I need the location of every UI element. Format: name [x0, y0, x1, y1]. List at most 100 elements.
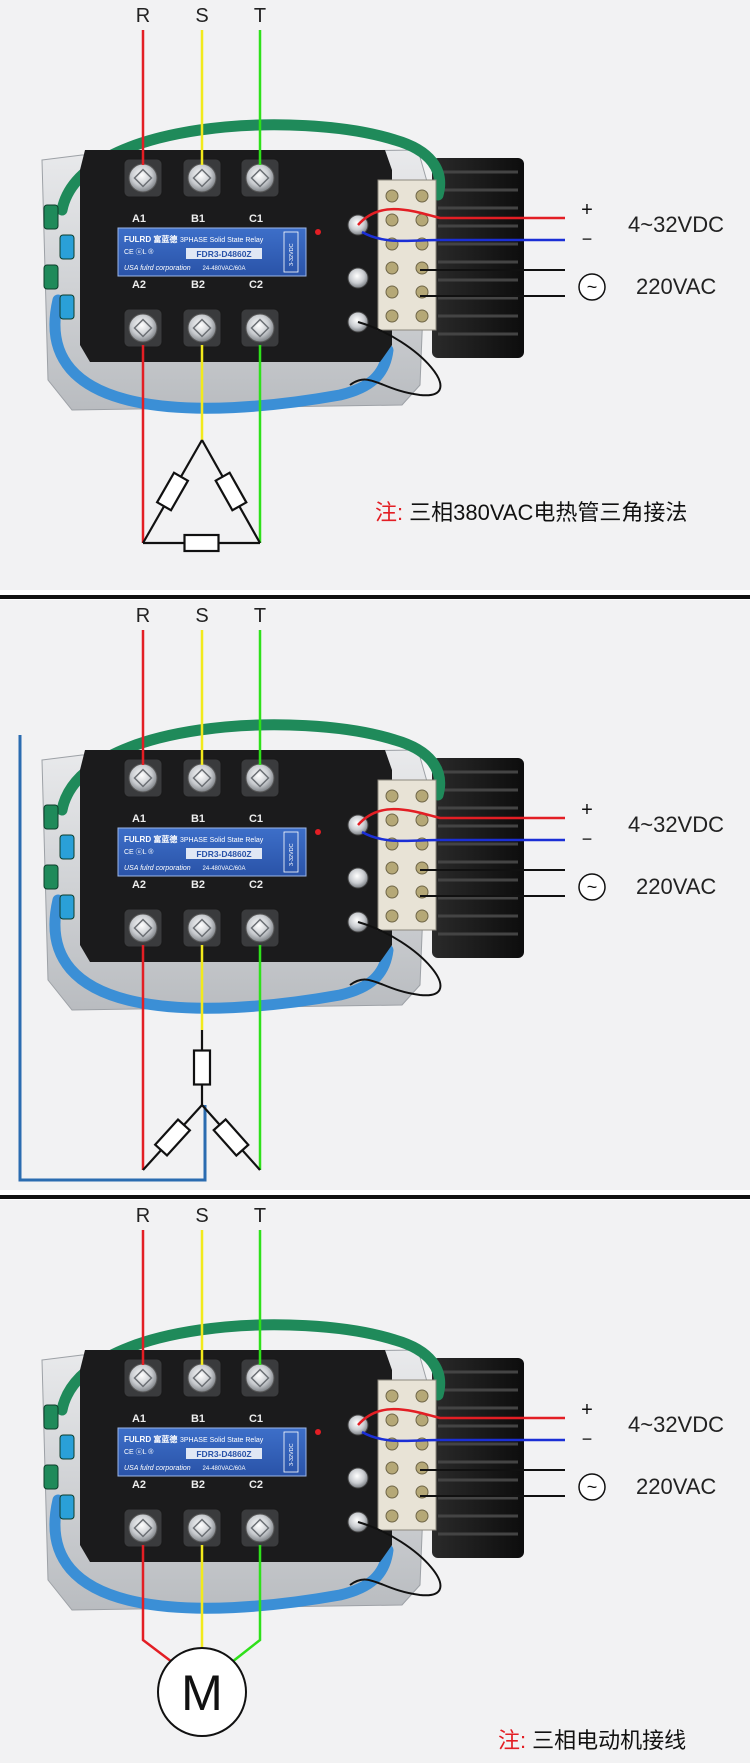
block-screw — [385, 1461, 399, 1475]
phase-output-wire-r — [141, 1545, 173, 1663]
side-box — [283, 1431, 299, 1473]
model-text: FDR3-D4860Z — [196, 249, 251, 259]
terminal-label-top: C1 — [249, 813, 263, 825]
heater-element — [142, 1104, 203, 1171]
block-screw — [385, 285, 399, 299]
terminal-screw-top — [123, 758, 163, 798]
terminal-block-body — [377, 1379, 437, 1531]
fan-frame — [432, 758, 524, 958]
terminal-screw-bottom — [240, 1508, 280, 1548]
screw-slot — [192, 918, 212, 938]
wire-ferrule — [59, 894, 75, 920]
resistor-body — [212, 1117, 250, 1158]
screw-head — [187, 1363, 217, 1393]
screw-head — [187, 313, 217, 343]
note-prefix: 注: — [375, 500, 403, 525]
dc-negative-wire — [361, 230, 565, 243]
wire-ferrule — [59, 234, 75, 260]
screw-slot — [250, 768, 270, 788]
terminal-label-bottom: A2 — [132, 279, 146, 291]
terminal-screw-bottom — [123, 1508, 163, 1548]
terminal-label-bottom: A2 — [132, 1479, 146, 1491]
dc-minus-symbol: − — [582, 229, 593, 249]
block-screw — [415, 309, 429, 323]
note-text: 三相电动机接线 — [532, 1728, 686, 1753]
terminal-label-top: C1 — [249, 1413, 263, 1425]
terminal-label-top: C1 — [249, 213, 263, 225]
phase-output-wire-t — [231, 1545, 262, 1663]
block-screw — [415, 909, 429, 923]
rating-text: 24-480VAC/60A — [203, 266, 246, 272]
block-screw — [385, 261, 399, 275]
type-text: 3PHASE Solid State Relay — [180, 837, 264, 844]
dc-negative-wire — [361, 1430, 565, 1443]
block-screw — [385, 885, 399, 899]
fan-frame — [432, 1358, 524, 1558]
blue-cable — [49, 894, 394, 1014]
brand-text: FULRD 富蓝德 — [124, 234, 177, 244]
dc-minus-symbol: − — [582, 829, 593, 849]
cert-marks: CE ⓤL ® — [124, 848, 154, 856]
phase-label-r: R — [136, 1205, 150, 1227]
corp-text: USA fulrd corporation — [124, 1465, 191, 1472]
screw-slot — [192, 168, 212, 188]
side-box — [283, 831, 299, 873]
terminal-label-bottom: B2 — [191, 1479, 205, 1491]
rating-text: 24-480VAC/60A — [203, 1466, 246, 1472]
ac-symbol-circle — [578, 1473, 606, 1501]
screw-slot — [192, 318, 212, 338]
side-text: 3-32VDC — [289, 1443, 295, 1466]
dc-voltage-label: 4~32VDC — [628, 1412, 724, 1437]
terminal-block — [377, 179, 437, 331]
terminal-screw-bottom — [123, 308, 163, 348]
phase-label-t: T — [254, 5, 266, 27]
wire-ferrule — [43, 864, 59, 890]
dc-positive-wire — [357, 1407, 565, 1426]
screw-slot — [133, 1518, 153, 1538]
status-led — [315, 1429, 321, 1435]
screw-head — [187, 1513, 217, 1543]
terminal-screw-top — [240, 1358, 280, 1398]
block-screw — [415, 189, 429, 203]
note-prefix: 注: — [498, 1728, 526, 1753]
cooling-fan — [432, 758, 524, 958]
cooling-fan — [432, 158, 524, 358]
block-screw — [415, 789, 429, 803]
wire-ferrule — [43, 264, 59, 290]
terminal-label-top: A1 — [132, 213, 146, 225]
terminal-screw-bottom — [182, 908, 222, 948]
note-text: 三相380VAC电热管三角接法 — [409, 500, 687, 525]
screw-slot — [133, 1368, 153, 1388]
wire-ferrule — [59, 294, 75, 320]
block-screw — [415, 813, 429, 827]
model-text: FDR3-D4860Z — [196, 1449, 251, 1459]
resistor-body — [214, 471, 248, 512]
side-text: 3-32VDC — [289, 243, 295, 266]
screw-head — [187, 163, 217, 193]
terminal-block — [377, 779, 437, 931]
wire-ferrule — [43, 204, 59, 230]
control-screw — [347, 1467, 369, 1489]
blue-cable — [49, 294, 394, 414]
terminal-label-top: B1 — [191, 813, 205, 825]
screw-head — [245, 163, 275, 193]
screw-head — [245, 313, 275, 343]
status-led — [315, 829, 321, 835]
terminal-screw-top — [182, 758, 222, 798]
block-screw — [415, 1413, 429, 1427]
ac-voltage-label: 220VAC — [636, 1474, 716, 1499]
terminal-screw-top — [123, 1358, 163, 1398]
black-loop-wire — [349, 1521, 442, 1597]
resistor-body — [192, 1049, 212, 1086]
heater-element — [201, 1104, 261, 1171]
wire-ferrule — [43, 804, 59, 830]
dc-plus-symbol: + — [581, 799, 593, 821]
ac-symbol-text: ~ — [587, 277, 598, 297]
model-box — [186, 848, 262, 859]
terminal-label-bottom: B2 — [191, 279, 205, 291]
heater-element — [201, 439, 261, 544]
